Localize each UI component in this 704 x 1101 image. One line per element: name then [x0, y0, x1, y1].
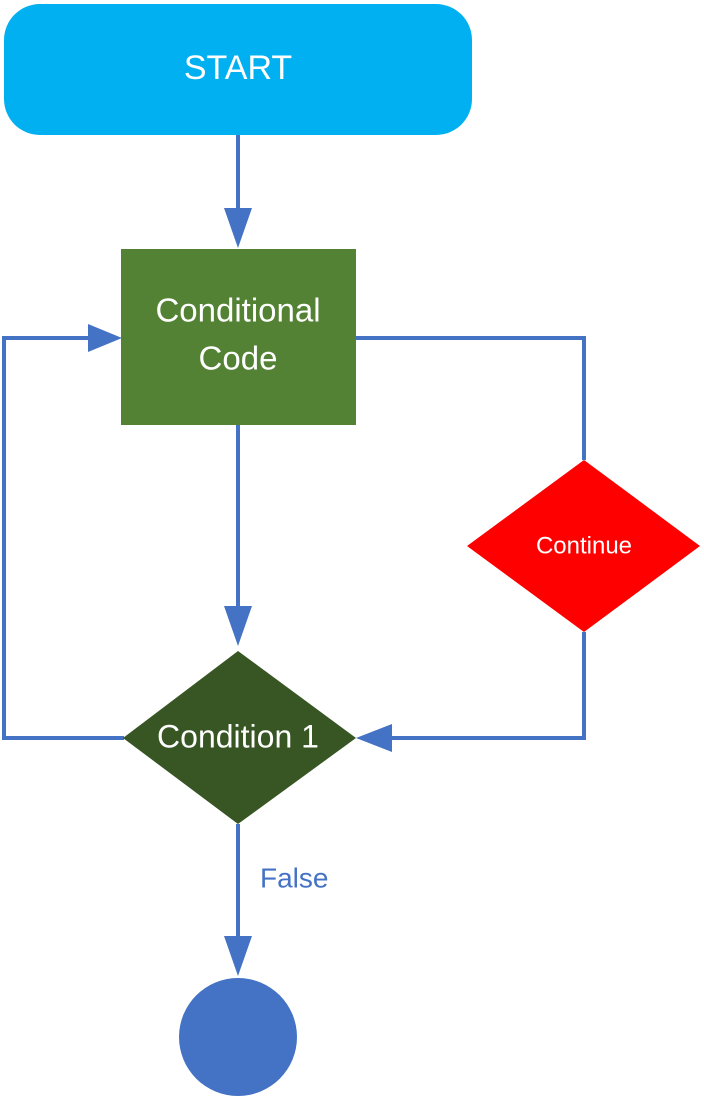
conditional-code-label-line2: Code — [199, 340, 278, 377]
arrowheads — [88, 208, 392, 976]
connector-condition-loop-back — [2, 336, 124, 740]
conditional-code-node — [121, 249, 356, 425]
false-edge-label: False — [260, 862, 328, 893]
arrowhead-into-end — [224, 936, 252, 976]
connector-code-to-continue — [356, 336, 586, 460]
start-label: START — [184, 49, 292, 87]
connectors — [2, 135, 586, 938]
arrowhead-into-condition-right — [356, 724, 392, 752]
connector-continue-to-condition — [388, 632, 586, 740]
condition-label: Condition 1 — [157, 718, 319, 754]
end-node — [179, 978, 297, 1096]
conditional-code-label-line1: Conditional — [155, 292, 320, 329]
arrowhead-into-code — [224, 208, 252, 248]
condition-diamond — [123, 651, 356, 824]
arrowhead-into-code-left — [88, 324, 122, 352]
continue-diamond — [467, 460, 700, 632]
arrowhead-into-condition — [224, 606, 252, 646]
start-node — [4, 4, 472, 135]
continue-label: Continue — [536, 532, 632, 559]
